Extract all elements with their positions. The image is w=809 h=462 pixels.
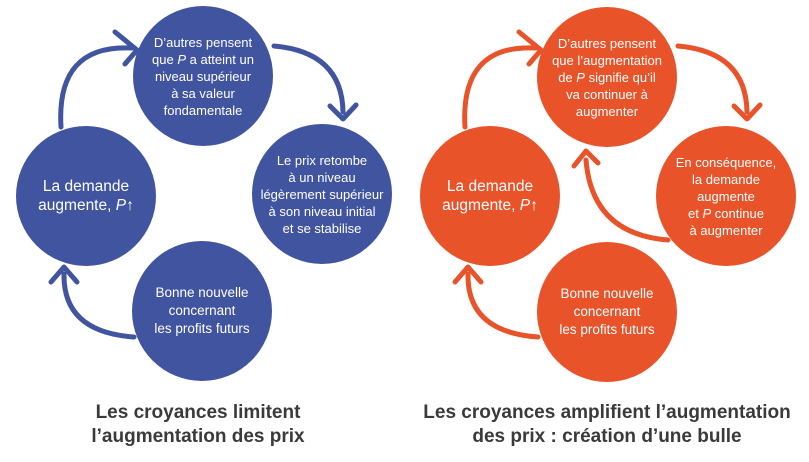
node-others-think-rise-continues: D’autres pensent que l’augmentation de P… xyxy=(537,7,677,147)
arrow-curve xyxy=(61,271,137,340)
arrow-demand-to-beliefs xyxy=(58,29,140,130)
caption-beliefs-limit-prices: Les croyances limitent l’augmentation de… xyxy=(91,402,305,447)
arrow-consequence-back-to-beliefs xyxy=(571,148,671,243)
arrow-demand-to-beliefs-bubble xyxy=(462,29,544,130)
node-demand-rises-bubble: La demande augmente, P↑ xyxy=(420,126,560,266)
node-good-news: Bonne nouvelle concernant les profits fu… xyxy=(132,241,272,381)
node-price-settles: Le prix retombe à un niveau légèrement s… xyxy=(252,124,392,264)
arrow-curve xyxy=(465,271,541,340)
arrow-curve xyxy=(675,43,750,115)
node-others-think-peak: D’autres pensent que P a atteint un nive… xyxy=(133,6,273,146)
arrow-head xyxy=(516,29,544,67)
node-label: Le prix retombe à un niveau légèrement s… xyxy=(260,152,384,236)
arrow-head xyxy=(571,148,601,169)
node-label: Bonne nouvelle concernant les profits fu… xyxy=(559,286,655,337)
arrow-head xyxy=(327,102,359,122)
caption-beliefs-amplify-bubble: Les croyances amplifient l’augmentation … xyxy=(423,402,791,447)
node-label: D’autres pensent que l’augmentation de P… xyxy=(552,35,662,119)
arrow-head xyxy=(48,264,80,285)
arrow-head xyxy=(731,102,763,122)
node-demand-rises: La demande augmente, P↑ xyxy=(16,126,156,266)
node-label: La demande augmente, P↑ xyxy=(442,178,538,214)
arrow-curve xyxy=(462,45,539,130)
node-good-news-bubble: Bonne nouvelle concernant les profits fu… xyxy=(537,242,677,382)
node-label: D’autres pensent que P a atteint un nive… xyxy=(152,34,254,118)
arrow-good-news-to-demand xyxy=(48,264,137,340)
node-label: En conséquence, la demande augmente et P… xyxy=(675,154,777,238)
node-label: La demande augmente, P↑ xyxy=(38,178,134,214)
node-consequence-demand-rises: En conséquence, la demande augmente et P… xyxy=(656,126,796,266)
arrow-beliefs-to-price-settles xyxy=(271,43,359,122)
node-label: Bonne nouvelle concernant les profits fu… xyxy=(154,285,250,336)
arrow-curve xyxy=(58,45,135,130)
arrow-curve xyxy=(271,43,346,115)
arrow-head xyxy=(112,29,140,67)
arrow-beliefs-to-consequence xyxy=(675,43,763,122)
arrow-good-news-to-demand-bubble xyxy=(452,264,541,340)
arrow-head xyxy=(452,264,484,285)
